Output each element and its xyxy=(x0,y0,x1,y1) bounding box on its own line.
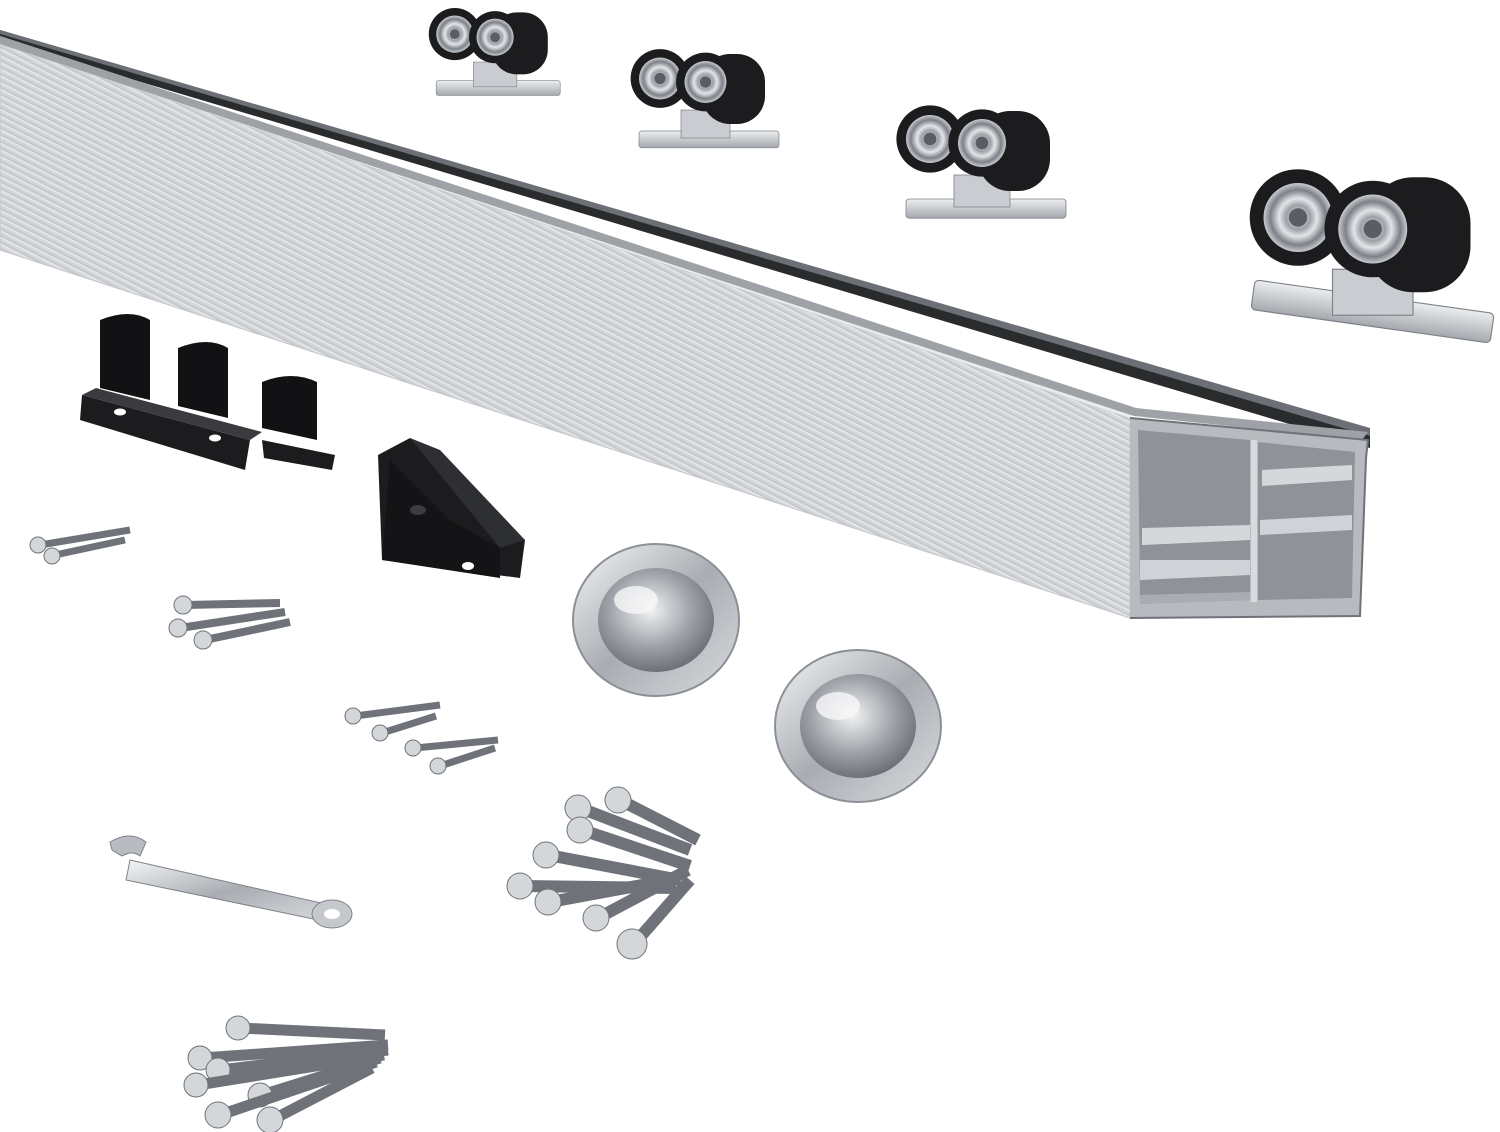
roller-carriage-1 xyxy=(428,8,561,96)
screw-set-small-1 xyxy=(29,526,131,565)
screw-set-wood xyxy=(183,1015,389,1132)
screw-set-large xyxy=(506,786,701,960)
rail-end-profile xyxy=(1129,417,1370,619)
roller-carriage-4 xyxy=(1249,169,1495,344)
screw-set-small-2 xyxy=(168,595,291,650)
roller-carriage-2 xyxy=(630,49,780,149)
double-track-aluminum-rail xyxy=(0,30,1370,619)
round-flush-pull-handle-1 xyxy=(572,543,740,697)
door-stopper-block xyxy=(378,438,525,578)
round-flush-pull-handle-2 xyxy=(774,649,942,803)
adjustment-wrench xyxy=(109,835,353,929)
floor-guide-bracket xyxy=(80,314,335,470)
roller-carriage-3 xyxy=(896,105,1067,219)
screw-set-small-3 xyxy=(344,701,499,775)
